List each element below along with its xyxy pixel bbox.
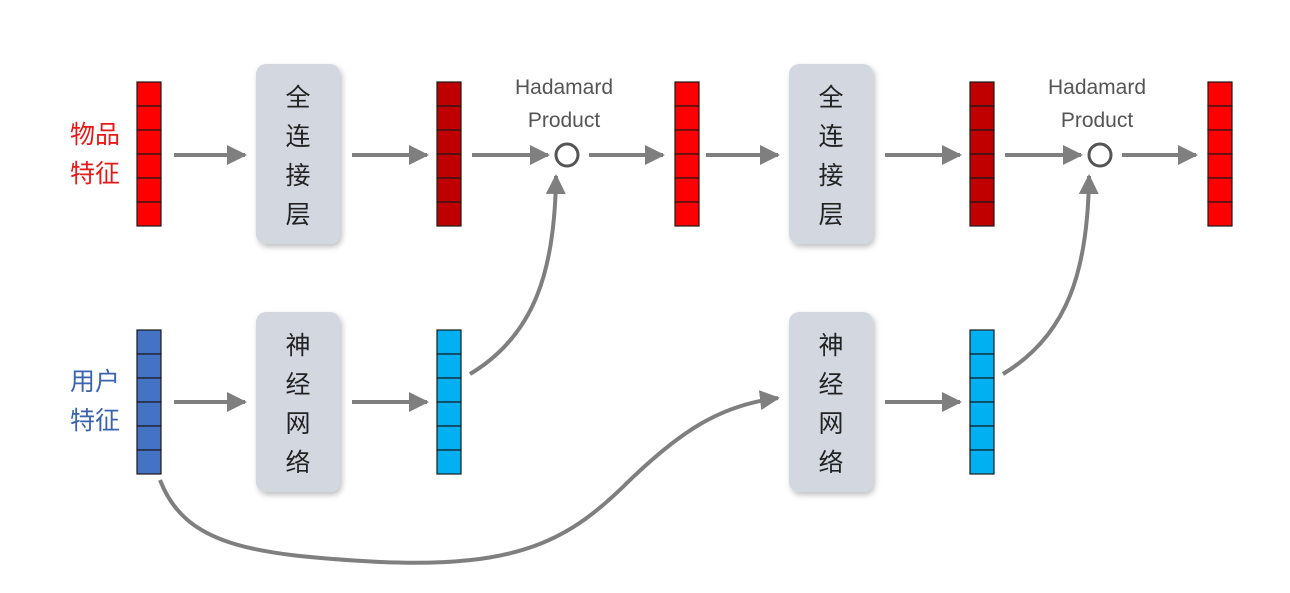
fc-output-vector-2 (969, 81, 995, 227)
vector-cell (436, 81, 462, 107)
neural-net-output-vector-2 (969, 329, 995, 475)
vector-cell (674, 81, 700, 107)
hadamard-op-1: Hadamard Product (515, 76, 613, 168)
fc-layer-char-1: 全 (818, 83, 843, 112)
vector-cell (969, 105, 995, 131)
vector-cell (136, 425, 162, 451)
neural-net-char-4: 络 (818, 448, 843, 477)
vector-cell (136, 353, 162, 379)
vector-cell (969, 153, 995, 179)
vector-cell (136, 129, 162, 155)
vectors (136, 81, 1233, 475)
item-feature-label: 物品 特征 (70, 120, 120, 188)
vector-cell (136, 329, 162, 355)
vector-cell (436, 153, 462, 179)
vector-cell (1207, 177, 1233, 203)
vector-cell (436, 329, 462, 355)
vector-cell (1207, 105, 1233, 131)
vector-cell (436, 449, 462, 475)
vector-cell (1207, 81, 1233, 107)
fc-layer-block-2: 全 连 接 层 (789, 64, 873, 244)
vector-cell (136, 401, 162, 427)
vector-cell (136, 377, 162, 403)
vector-cell (969, 401, 995, 427)
vector-cell (674, 153, 700, 179)
hadamard-label-line2: Product (528, 109, 601, 132)
vector-cell (1207, 201, 1233, 227)
neural-net-char-4: 络 (285, 448, 310, 477)
vector-cell (436, 425, 462, 451)
vector-cell (136, 449, 162, 475)
vector-cell (969, 201, 995, 227)
item-feature-label-line2: 特征 (70, 159, 120, 188)
neural-net-char-3: 网 (818, 409, 843, 438)
vector-cell (969, 129, 995, 155)
vector-cell (136, 177, 162, 203)
fc-layer-char-3: 接 (285, 161, 310, 190)
vector-cell (969, 425, 995, 451)
fc-layer-char-2: 连 (285, 122, 310, 151)
hadamard-op-2: Hadamard Product (1048, 76, 1146, 168)
hadamard-label-line2: Product (1061, 109, 1134, 132)
user-feature-label: 用户 特征 (70, 367, 120, 435)
fc-layer-char-4: 层 (818, 200, 843, 229)
user-feature-label-line2: 特征 (70, 406, 120, 435)
vector-cell (674, 201, 700, 227)
vector-cell (674, 105, 700, 131)
vector-cell (1207, 153, 1233, 179)
neural-net-char-2: 经 (818, 370, 843, 399)
vector-cell (136, 153, 162, 179)
arrow-curve-to-hadamard-1 (468, 174, 566, 376)
vector-cell (1207, 129, 1233, 155)
hadamard-circle (554, 142, 580, 168)
neural-net-char-3: 网 (285, 409, 310, 438)
vector-cell (436, 353, 462, 379)
vector-cell (436, 201, 462, 227)
arrows (158, 145, 1198, 565)
neural-net-block-1: 神 经 网 络 (256, 312, 340, 492)
vector-cell (436, 105, 462, 131)
vector-cell (436, 177, 462, 203)
fc-layer-char-1: 全 (285, 83, 310, 112)
item-feature-vector (136, 81, 162, 227)
item-feature-label-line1: 物品 (70, 120, 120, 149)
neural-net-block-2: 神 经 网 络 (789, 312, 873, 492)
arrow-curve-to-hadamard-2 (1001, 174, 1099, 376)
arrow-curve-user-to-neural-net-2 (158, 390, 780, 565)
vector-cell (436, 377, 462, 403)
vector-cell (969, 353, 995, 379)
vector-cell (136, 81, 162, 107)
fc-layer-block-1: 全 连 接 层 (256, 64, 340, 244)
hadamard-output-vector-1 (674, 81, 700, 227)
hadamard-circle (1087, 142, 1113, 168)
vector-cell (969, 81, 995, 107)
vector-cell (969, 177, 995, 203)
vector-cell (674, 177, 700, 203)
neural-net-output-vector-1 (436, 329, 462, 475)
user-feature-vector (136, 329, 162, 475)
vector-cell (436, 401, 462, 427)
vector-cell (136, 201, 162, 227)
vector-cell (969, 449, 995, 475)
user-feature-label-line1: 用户 (70, 367, 120, 396)
final-output-vector (1207, 81, 1233, 227)
vector-cell (969, 377, 995, 403)
hadamard-label-line1: Hadamard (1048, 76, 1146, 99)
vector-cell (969, 329, 995, 355)
fc-layer-char-2: 连 (818, 122, 843, 151)
fc-output-vector-1 (436, 81, 462, 227)
vector-cell (136, 105, 162, 131)
vector-cell (436, 129, 462, 155)
fc-layer-char-4: 层 (285, 200, 310, 229)
vector-cell (674, 129, 700, 155)
neural-net-char-1: 神 (818, 331, 843, 360)
fc-layer-char-3: 接 (818, 161, 843, 190)
neural-net-char-1: 神 (285, 331, 310, 360)
neural-net-char-2: 经 (285, 370, 310, 399)
hadamard-label-line1: Hadamard (515, 76, 613, 99)
